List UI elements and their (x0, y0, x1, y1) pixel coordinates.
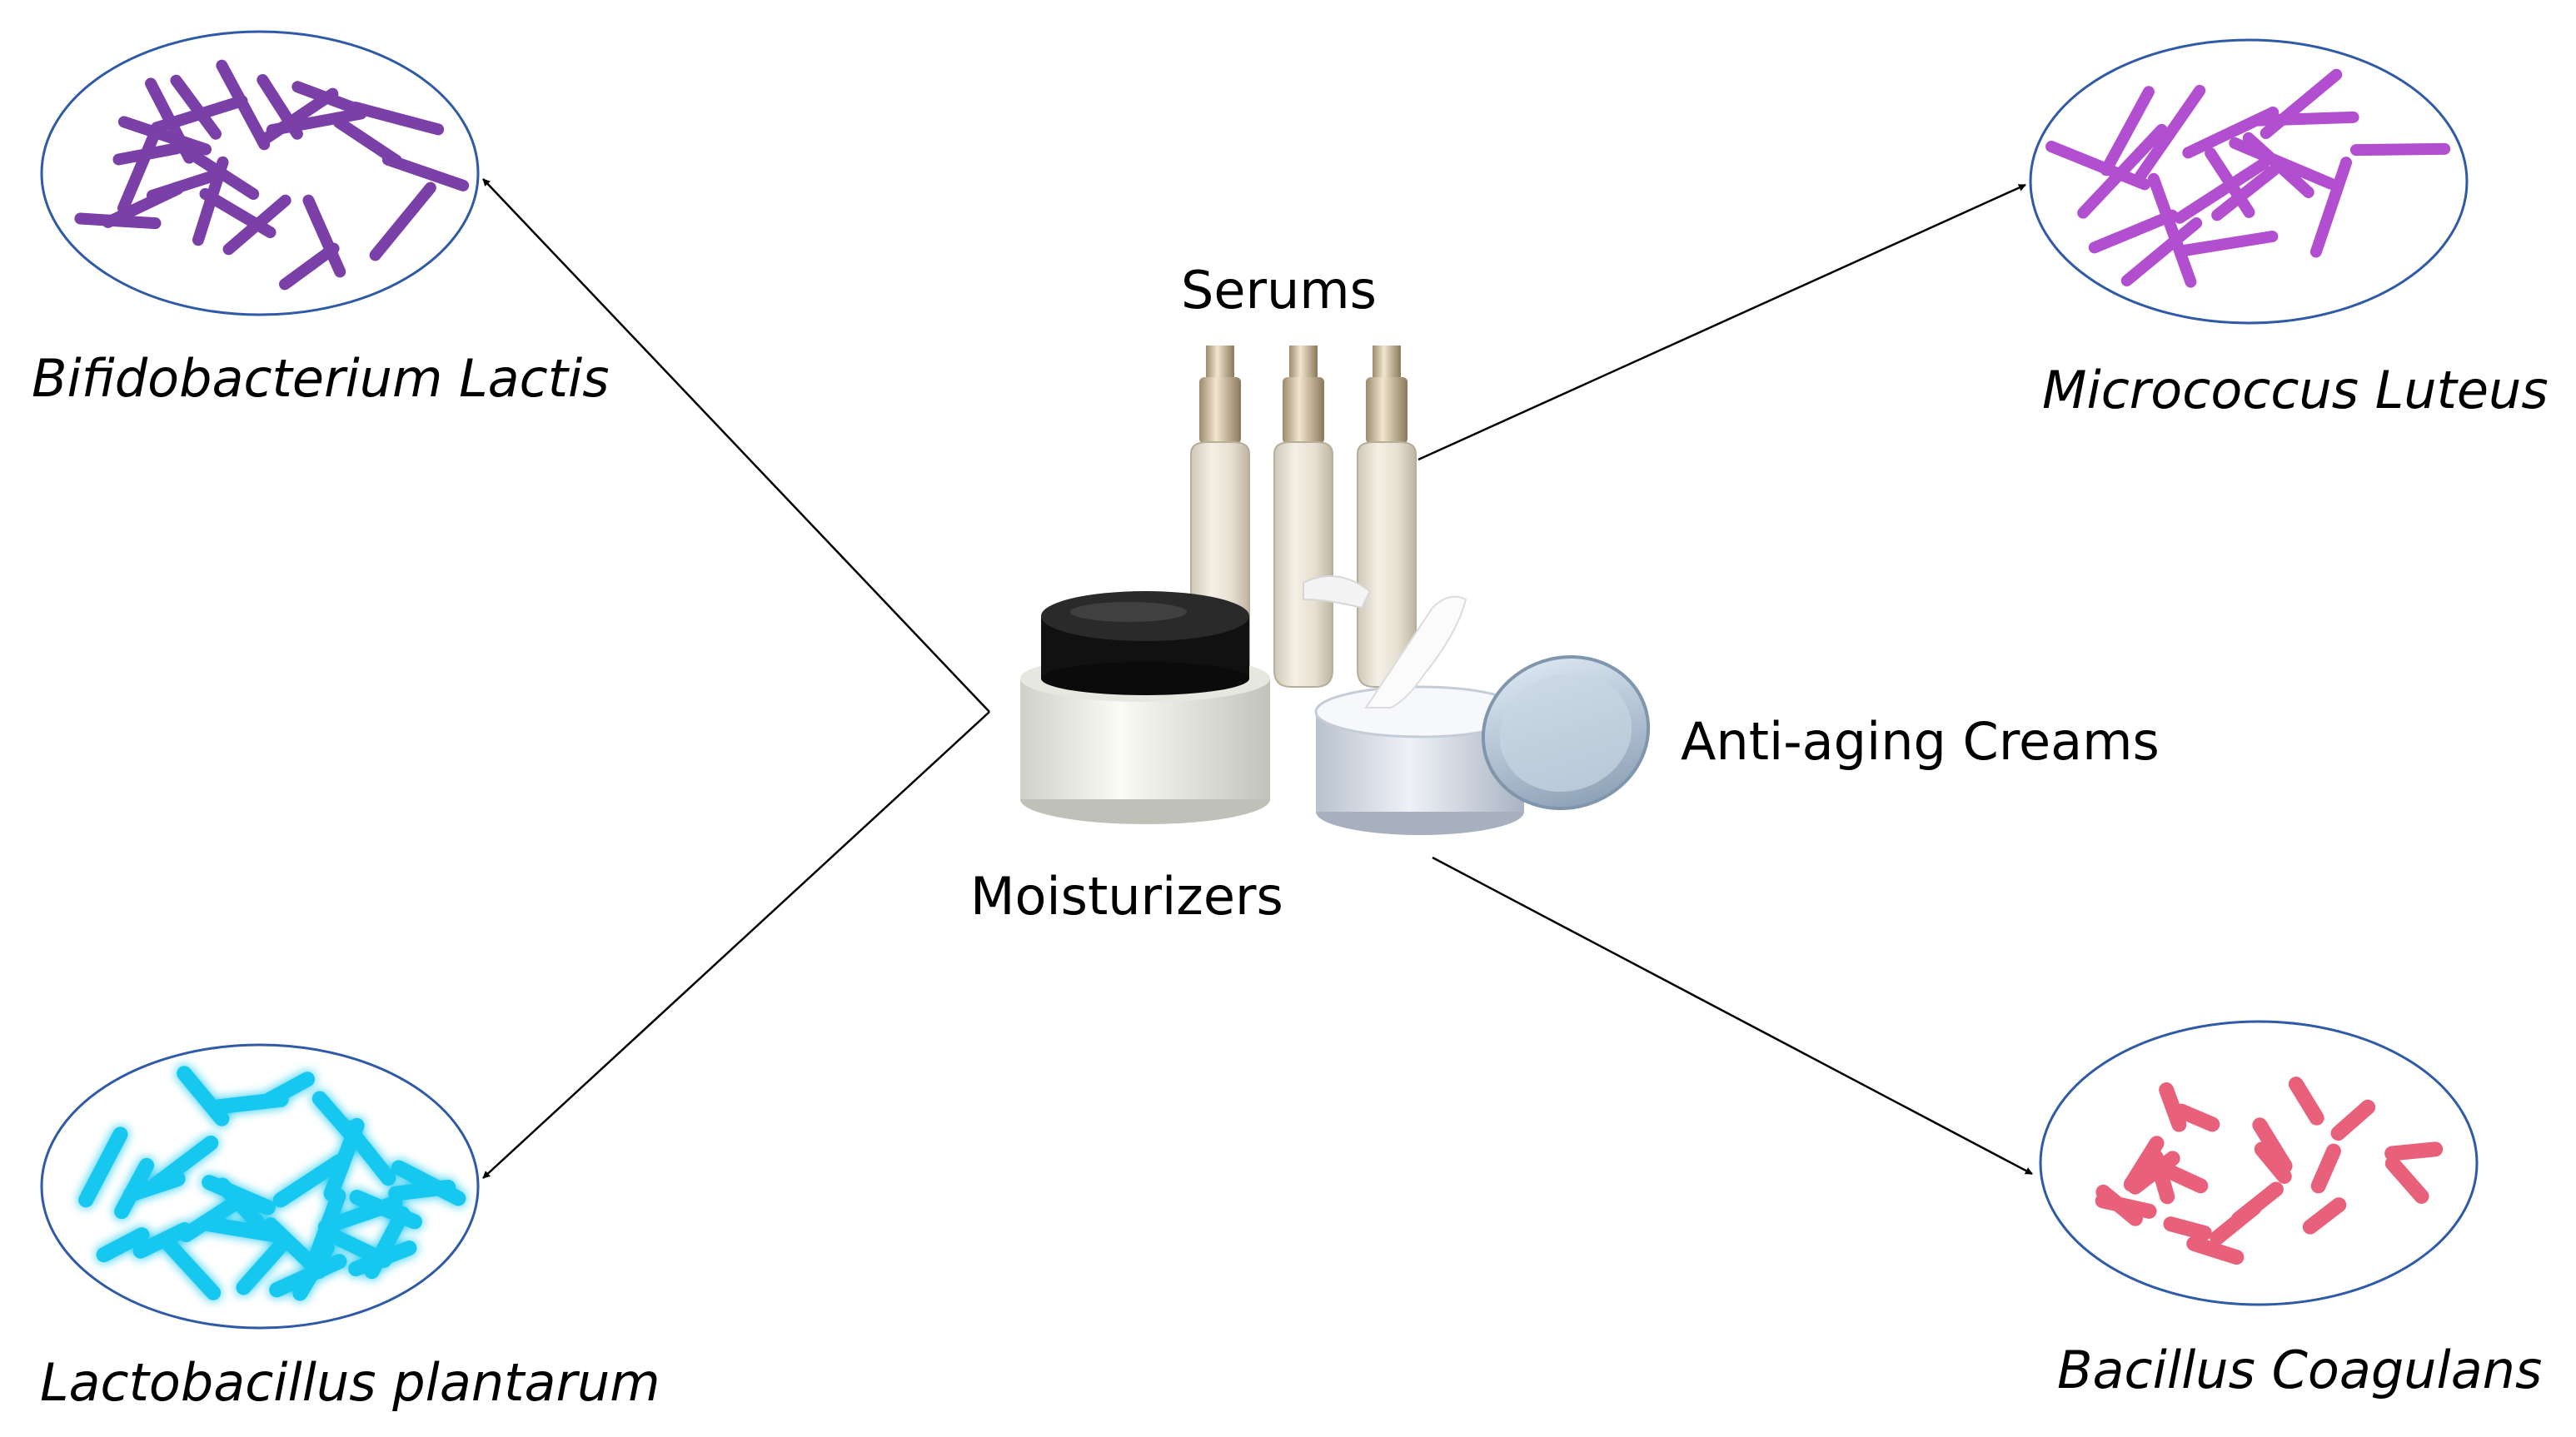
arrow-to-bifidobacterium (482, 178, 990, 713)
bacillus-rod (2310, 1143, 2341, 1194)
anti-aging-creams-label: Anti-aging Creams (1681, 711, 2160, 772)
bacillus-rod (2186, 1236, 2245, 1265)
lacto-rod (114, 1157, 155, 1220)
lacto-rod (236, 1237, 290, 1295)
micro-rod (2253, 111, 2359, 127)
lacto-rod (96, 1227, 150, 1263)
lacto-rod (178, 1193, 247, 1243)
micro-ellipse (2029, 38, 2469, 325)
lacto-rod (148, 1135, 219, 1192)
lacto-rod (304, 1188, 346, 1275)
lacto-rod (311, 1091, 364, 1148)
bacillus-rod (2330, 1099, 2376, 1141)
micro-rod (2100, 86, 2155, 177)
bacillus-rod (2123, 1136, 2165, 1192)
bifido-rod (381, 153, 470, 191)
lactobacillus-label: Lactobacillus plantarum (40, 1352, 660, 1413)
micro-rod (2309, 157, 2353, 258)
bacillus-rod (2154, 1160, 2209, 1194)
arrow-to-lactobacillus (482, 711, 990, 1179)
bacillus-rod (2159, 1082, 2187, 1132)
bacillus-label: Bacillus Coagulans (2057, 1340, 2543, 1400)
micro-rod (2174, 157, 2270, 224)
bacillus-rods (2095, 1077, 2444, 1265)
bacillus-rod (2302, 1197, 2347, 1235)
bacillus-rod (2254, 1141, 2292, 1184)
bifido-rod (102, 182, 184, 228)
micrococcus-rods (2045, 68, 2451, 288)
bacillus-rod (2148, 1149, 2175, 1205)
bacillus-rod (2384, 1141, 2444, 1161)
micro-rod (2147, 172, 2197, 288)
micro-rod (2088, 209, 2179, 254)
moisturizer-jar-illustration (1020, 591, 1270, 824)
lacto-rod (210, 1091, 289, 1115)
bacillus-rod (2095, 1184, 2143, 1226)
bifido-ellipse (40, 30, 480, 316)
arrow-to-micrococcus (1418, 183, 2026, 461)
micro-rod (2045, 141, 2151, 191)
bifido-rod (302, 194, 346, 278)
micro-rod (2178, 230, 2279, 256)
bifido-rod (170, 74, 222, 140)
lacto-rod (272, 1154, 346, 1208)
micro-rod (2182, 106, 2280, 159)
lacto-rod (262, 1217, 327, 1279)
bifido-rod (279, 242, 340, 291)
micro-rod (2229, 137, 2337, 190)
bifido-rod (291, 81, 367, 117)
micro-rod (2349, 142, 2451, 157)
lacto-rod (157, 1233, 222, 1300)
lacto-rod (202, 1216, 281, 1242)
bifido-rod (145, 77, 196, 164)
lacto-rod (348, 1241, 417, 1276)
micro-rod (2135, 84, 2206, 182)
moisturizers-label: Moisturizers (970, 866, 1283, 927)
bacillus-rod (2230, 1181, 2284, 1227)
micro-rod (2120, 217, 2203, 287)
serums-label: Serums (1181, 260, 1377, 321)
bifido-rod (117, 116, 212, 156)
bacillus-rod (2384, 1156, 2429, 1204)
anti-aging-cream-jar-illustration (1303, 575, 1651, 835)
bifidobacterium-label: Bifidobacterium Lactis (32, 348, 610, 409)
lacto-rod (391, 1160, 466, 1206)
bacillus-rod (2252, 1117, 2293, 1174)
bifido-rod (216, 59, 271, 151)
bacillus-rod (2288, 1077, 2324, 1126)
bifidobacterium-rods (74, 59, 470, 291)
bifido-rod (349, 102, 445, 136)
bifido-rod (112, 142, 183, 166)
lactobacillus-rods (78, 1066, 466, 1301)
bacillus-ellipse (2039, 1020, 2479, 1306)
lacto-rod (349, 1190, 422, 1230)
lacto-rod (78, 1126, 128, 1208)
lacto-rod (269, 1254, 347, 1298)
bacillus-rod (2174, 1103, 2220, 1132)
micro-rod (2211, 164, 2280, 221)
bifido-rod (369, 181, 436, 261)
bifido-rod (222, 194, 291, 256)
arrow-to-bacillus (1432, 856, 2033, 1176)
bacillus-rod (2163, 1216, 2212, 1241)
micrococcus-label: Micrococcus Luteus (2042, 360, 2549, 420)
